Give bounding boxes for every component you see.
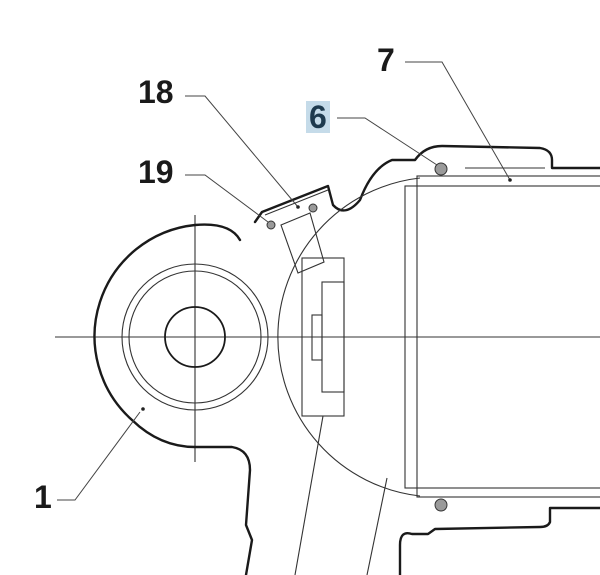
leader-1-dot <box>141 407 145 411</box>
seal-6-bottom <box>434 498 448 512</box>
label-part-6-highlighted: 6 <box>306 101 330 133</box>
label-part-19: 19 <box>138 154 174 190</box>
leader-7-dot <box>508 178 512 182</box>
rod-line-left <box>294 415 324 575</box>
bottom-housing-outline <box>398 506 600 575</box>
seal-18 <box>308 203 318 213</box>
guide-block-slot <box>311 314 323 361</box>
leader-6 <box>337 117 438 166</box>
rod-line-right <box>366 477 388 575</box>
leader-18-dot <box>296 205 300 209</box>
bearing-outer-ring <box>121 263 269 411</box>
cylinder-barrel <box>416 175 600 498</box>
seal-6-top <box>434 162 448 176</box>
leader-19 <box>185 174 269 223</box>
eye-housing-outline <box>93 223 254 575</box>
leader-7 <box>405 61 511 181</box>
bearing-inner-ring <box>128 270 262 404</box>
leader-18 <box>185 95 299 208</box>
grease-nipple <box>280 212 325 274</box>
leader-1 <box>57 411 141 501</box>
top-housing-outline <box>253 144 600 224</box>
label-part-1: 1 <box>34 479 52 515</box>
seal-19 <box>266 220 276 230</box>
label-part-7: 7 <box>377 42 395 78</box>
label-part-18: 18 <box>138 74 174 110</box>
nipple-seat-line <box>264 189 329 216</box>
piston-sphere <box>277 177 421 497</box>
pin-bore <box>164 306 226 368</box>
